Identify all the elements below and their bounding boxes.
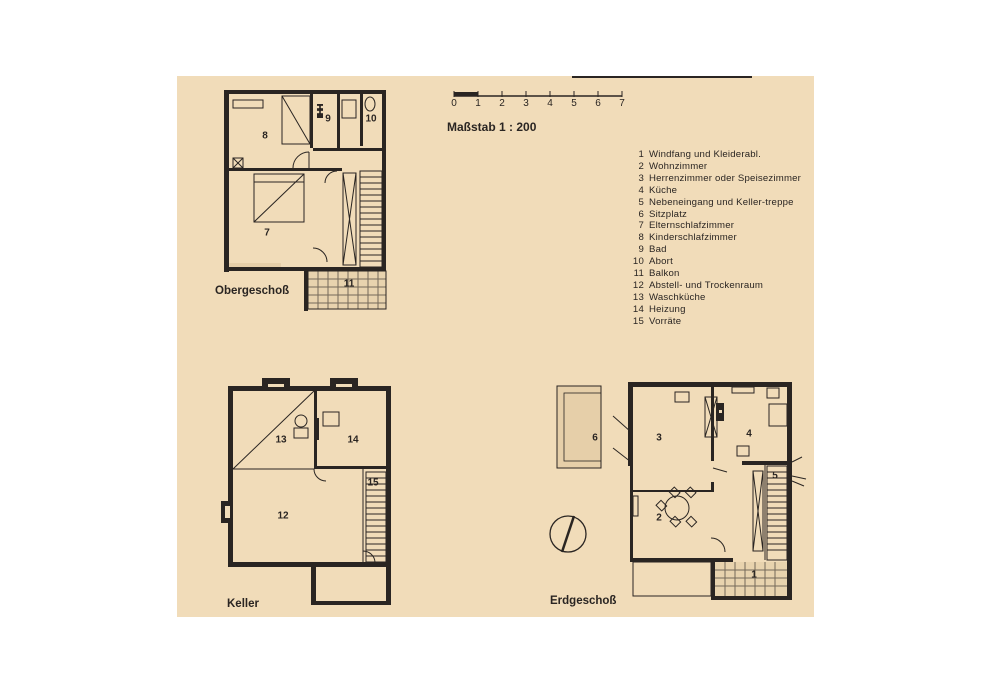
legend-text: Herrenzimmer oder Speisezimmer <box>649 172 802 184</box>
scale-tick: 0 <box>451 98 457 109</box>
legend-item: 9 Bad <box>624 244 804 256</box>
legend-item: 5 Nebeneingang und Keller-treppe <box>624 197 804 209</box>
scale-tick: 2 <box>499 98 505 109</box>
room-number: 2 <box>656 513 662 524</box>
legend-number: 10 <box>632 256 644 268</box>
legend-item: 3 Herrenzimmer oder Speisezimmer <box>624 173 804 185</box>
room-number: 1 <box>751 570 757 581</box>
legend-text: Sitzplatz <box>649 208 688 220</box>
top-edge-rule <box>572 76 752 78</box>
legend-text: Nebeneingang und Keller-treppe <box>649 196 794 208</box>
legend-text: Windfang und Kleiderabl. <box>649 149 761 160</box>
plan-upper-floor: 8 9 10 7 11 Obergeschoß <box>215 90 387 311</box>
legend-text: Kinderschlafzimmer <box>649 232 737 244</box>
room-number: 4 <box>746 429 752 440</box>
legend-text: Heizung <box>649 303 686 315</box>
floor-label-basement: Keller <box>227 598 259 610</box>
legend-number: 6 <box>638 208 644 220</box>
legend-item: 1 Windfang und Kleiderabl. <box>624 149 804 161</box>
legend-text: Wohnzimmer <box>649 160 708 172</box>
scale-tick: 5 <box>571 98 577 109</box>
legend-number: 15 <box>632 315 644 327</box>
legend-number: 2 <box>638 160 644 172</box>
legend-number: 1 <box>638 149 644 160</box>
legend-item: 8 Kinderschlafzimmer <box>624 232 804 244</box>
legend-item: 4 Küche <box>624 185 804 197</box>
plan-sheet: 0 1 2 3 4 5 6 7 Maßstab 1 : 200 <box>177 76 814 617</box>
scale-tick: 1 <box>475 98 481 109</box>
legend-number: 8 <box>638 232 644 244</box>
room-number: 14 <box>347 435 359 446</box>
legend-number: 5 <box>638 196 644 208</box>
legend-text: Bad <box>649 244 667 256</box>
floor-label-upper: Obergeschoß <box>215 285 289 297</box>
legend-item: 11 Balkon <box>624 268 804 280</box>
legend-text: Balkon <box>649 268 680 280</box>
legend-item: 10 Abort <box>624 256 804 268</box>
room-number: 11 <box>344 279 355 290</box>
legend-number: 3 <box>638 172 644 184</box>
legend-item: 15 Vorräte <box>624 316 804 328</box>
room-number: 9 <box>325 114 331 125</box>
legend-text: Vorräte <box>649 315 682 327</box>
legend-number: 4 <box>638 184 644 196</box>
legend-item: 14 Heizung <box>624 304 804 316</box>
scale-label: Maßstab 1 : 200 <box>447 120 537 134</box>
floor-label-ground: Erdgeschoß <box>550 595 616 607</box>
scale-tick: 7 <box>619 98 625 109</box>
scale-bar: 0 1 2 3 4 5 6 7 Maßstab 1 : 200 <box>447 91 625 134</box>
plan-ground-floor: 6 3 4 5 2 1 Erdgeschoß <box>549 382 807 607</box>
room-number: 8 <box>262 131 268 142</box>
legend-item: 13 Waschküche <box>624 292 804 304</box>
room-number: 13 <box>275 435 287 446</box>
legend-number: 9 <box>638 244 644 256</box>
legend-number: 7 <box>638 220 644 232</box>
room-number: 10 <box>365 114 377 125</box>
room-number: 12 <box>277 511 289 522</box>
legend-number: 13 <box>632 291 644 303</box>
legend-item: 6 Sitzplatz <box>624 209 804 221</box>
floor-plans: 0 1 2 3 4 5 6 7 Maßstab 1 : 200 <box>215 76 807 610</box>
north-arrow <box>549 515 587 553</box>
legend-item: 12 Abstell- und Trockenraum <box>624 280 804 292</box>
room-number: 5 <box>772 471 778 482</box>
scale-tick: 6 <box>595 98 601 109</box>
room-number: 6 <box>592 433 598 444</box>
legend-number: 11 <box>633 268 644 280</box>
plan-basement: 13 14 15 12 Keller <box>221 378 391 610</box>
legend-number: 12 <box>632 279 644 291</box>
room-number: 15 <box>367 478 379 489</box>
legend-text: Waschküche <box>649 291 706 303</box>
legend-number: 14 <box>632 303 644 315</box>
legend-text: Küche <box>649 184 678 196</box>
room-number: 3 <box>656 433 662 444</box>
scale-tick: 4 <box>547 98 553 109</box>
legend-text: Elternschlafzimmer <box>649 220 735 232</box>
scale-tick: 3 <box>523 98 529 109</box>
legend-item: 2 Wohnzimmer <box>624 161 804 173</box>
legend-item: 7 Elternschlafzimmer <box>624 220 804 232</box>
legend-text: Abstell- und Trockenraum <box>649 279 764 291</box>
room-number: 7 <box>264 228 270 239</box>
legend-text: Abort <box>649 256 673 268</box>
